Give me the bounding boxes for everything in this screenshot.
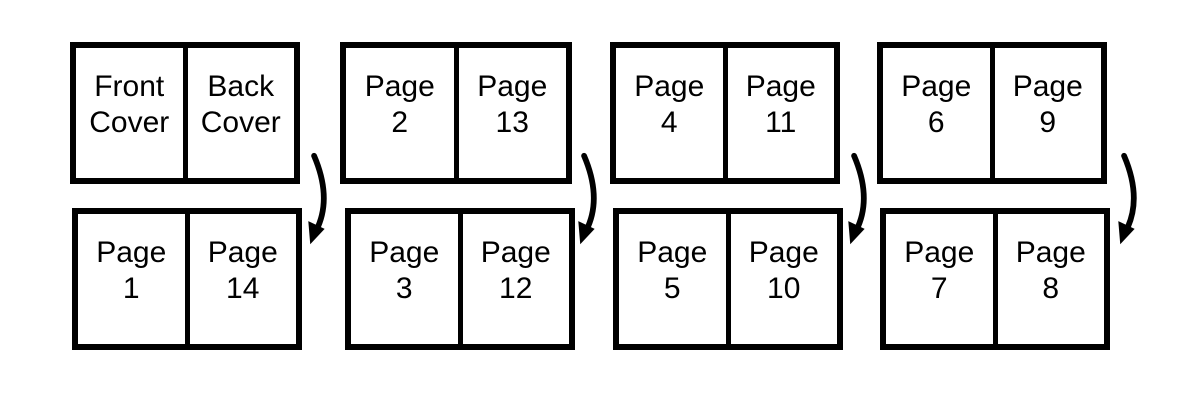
page-label-line2: 6 (927, 106, 945, 139)
curved-flip-arrow-icon (578, 152, 597, 245)
page-label-line1: Page (745, 70, 816, 103)
page-label-line1: Page (364, 70, 435, 103)
page-label-line1: Page (901, 70, 972, 103)
page-label-line1: Page (369, 236, 440, 269)
page-label-line1: Page (1015, 236, 1086, 269)
page-label-line1: Page (748, 236, 819, 269)
page-label-line1: Back (207, 70, 275, 103)
page-label-line2: 8 (1042, 272, 1060, 305)
page-label-line2: 7 (930, 272, 948, 305)
curved-flip-arrow-icon (1118, 152, 1137, 245)
page-label-line1: Page (477, 70, 548, 103)
page-label-line2: 3 (395, 272, 413, 305)
page-label-line2: 5 (663, 272, 681, 305)
page-label-line2: 2 (391, 106, 409, 139)
page-label-line1: Page (207, 236, 278, 269)
page-label-line2: 10 (767, 272, 801, 305)
page-label-line1: Page (1012, 70, 1083, 103)
page-label-line1: Page (637, 236, 708, 269)
page-label-line1: Page (904, 236, 975, 269)
page-label-line2: 11 (765, 106, 797, 139)
page-label-line2: 9 (1039, 106, 1057, 139)
page-label-line2: Cover (200, 106, 281, 139)
curved-flip-arrow-icon (308, 152, 327, 245)
page-label-line1: Page (480, 236, 551, 269)
page-label-line2: 14 (226, 272, 260, 305)
page-label-line2: 12 (499, 272, 533, 305)
page-label-line2: Cover (89, 106, 170, 139)
curved-flip-arrow-icon (848, 152, 867, 245)
page-label-line2: 4 (660, 106, 678, 139)
page-label-line1: Page (634, 70, 705, 103)
page-label-line1: Front (94, 70, 165, 103)
page-label-line1: Page (96, 236, 167, 269)
page-label-line2: 1 (122, 272, 140, 305)
page-label-line2: 13 (495, 106, 529, 139)
